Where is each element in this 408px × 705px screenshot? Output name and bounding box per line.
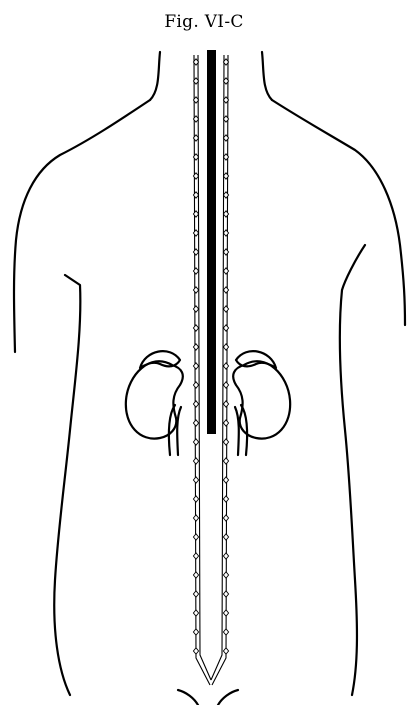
spine-bead xyxy=(193,515,198,521)
spine-bead xyxy=(223,325,228,331)
spine-bead xyxy=(193,553,198,559)
left-adrenal-gland xyxy=(140,351,180,368)
spine-bead xyxy=(193,572,198,578)
spine-bead xyxy=(223,439,228,445)
neck-left-outline xyxy=(150,52,160,100)
spine-bead xyxy=(223,477,228,483)
left-torso-outline xyxy=(54,275,80,695)
spine-bead xyxy=(193,610,198,616)
bottom-right-arc xyxy=(218,690,238,705)
spine-bead xyxy=(223,648,228,654)
right-torso-outline xyxy=(340,245,365,695)
spine-bead xyxy=(193,363,198,369)
spine-bead xyxy=(193,496,198,502)
bottom-left-arc xyxy=(178,690,198,705)
spine-bead xyxy=(193,401,198,407)
right-shoulder-outline xyxy=(272,100,405,325)
spine-bead xyxy=(193,591,198,597)
spine-bead xyxy=(223,629,228,635)
right-ureter-inner xyxy=(235,407,239,455)
spine-bead xyxy=(223,363,228,369)
spine-bead xyxy=(193,477,198,483)
spine-bead xyxy=(223,382,228,388)
spine-bead xyxy=(193,325,198,331)
spine-bead xyxy=(193,382,198,388)
spine-bead xyxy=(223,344,228,350)
spinal-bar xyxy=(207,50,216,434)
spine-bead xyxy=(223,420,228,426)
spine-bead xyxy=(193,458,198,464)
spine-bead xyxy=(223,458,228,464)
spine-bead xyxy=(223,553,228,559)
spine-bead xyxy=(193,534,198,540)
right-kidney xyxy=(233,361,290,438)
left-ureter-inner xyxy=(177,407,181,455)
spine-bead xyxy=(223,496,228,502)
spine-bead xyxy=(223,515,228,521)
spine-bead xyxy=(193,344,198,350)
left-shoulder-outline xyxy=(14,100,150,352)
spine-bead xyxy=(223,306,228,312)
left-kidney xyxy=(126,361,183,438)
spine-bead xyxy=(223,401,228,407)
spine-bead xyxy=(193,287,198,293)
right-adrenal-gland xyxy=(236,351,276,368)
spine-bead xyxy=(193,648,198,654)
neck-right-outline xyxy=(262,52,272,100)
spine-bead xyxy=(223,287,228,293)
spine-bead xyxy=(223,572,228,578)
spine-bead xyxy=(193,420,198,426)
spine-bead xyxy=(193,306,198,312)
spine-bead xyxy=(223,591,228,597)
spine-bead xyxy=(223,610,228,616)
spine-bead xyxy=(223,534,228,540)
spine-bead xyxy=(193,439,198,445)
spine-bead xyxy=(193,629,198,635)
